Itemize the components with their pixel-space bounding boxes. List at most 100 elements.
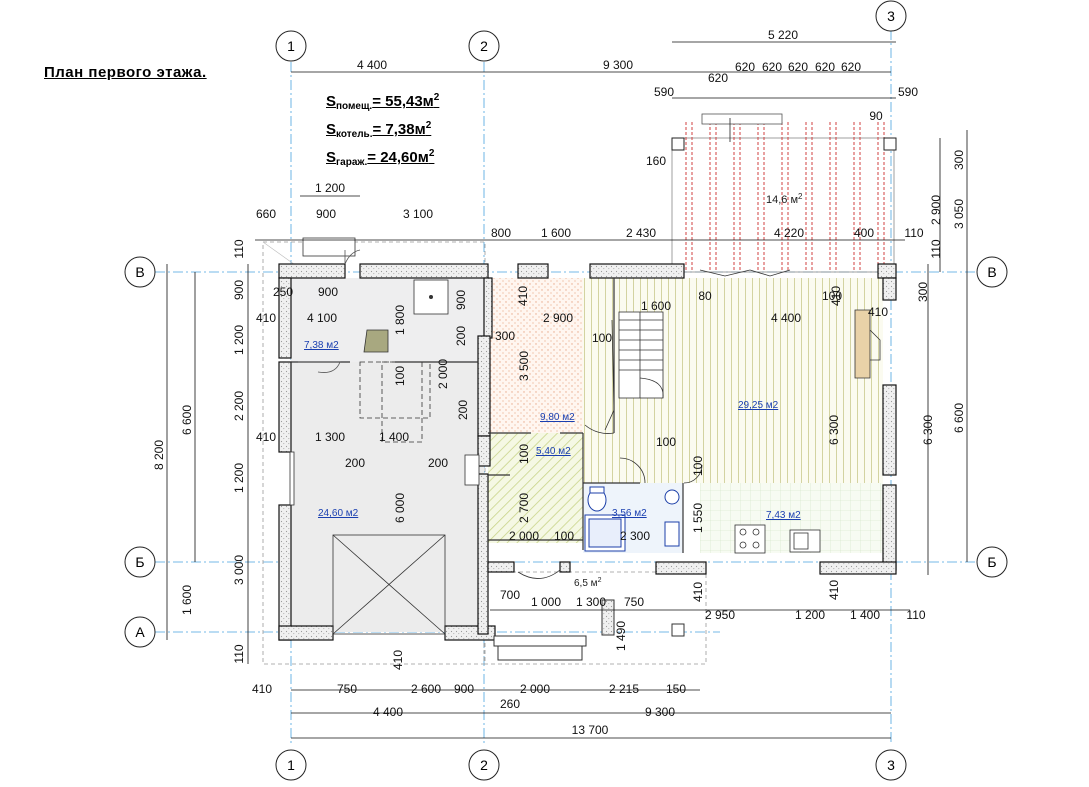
axis-label-B-left: Б	[135, 554, 144, 570]
dim-int-1550: 1 550	[691, 503, 705, 533]
dim-int-100-c: 100	[656, 435, 676, 449]
room-label-hall: 9,80 м2	[540, 412, 575, 423]
room-label-garage: 24,60 м2	[318, 508, 359, 519]
room-label-boiler: 7,38 м2	[304, 340, 339, 351]
garage-car	[332, 361, 446, 635]
dim-right-300-bottom: 300	[916, 282, 930, 302]
dim-left-3000: 3 000	[232, 555, 246, 585]
dim-int-100-b: 100	[822, 289, 842, 303]
dim-int-250: 250	[273, 285, 293, 299]
dim-int-3500: 3 500	[517, 351, 531, 381]
axis-label-B-right: Б	[987, 554, 996, 570]
dimension-lines	[166, 41, 968, 739]
dim-int-100-a: 100	[592, 331, 612, 345]
axis-marker-3-bottom	[875, 749, 907, 781]
dim-post-160: 160	[646, 154, 666, 168]
stairs	[604, 311, 664, 431]
porch	[493, 599, 685, 661]
dim-bottom-2000: 2 000	[520, 682, 550, 696]
dim-terrace-5: 620	[841, 60, 861, 74]
dim-int-300: 300	[495, 329, 515, 343]
page-title: План первого этажа.	[44, 64, 207, 81]
dim-int-1300: 1 300	[315, 430, 345, 444]
dim-left-6600: 6 600	[180, 405, 194, 435]
room-label-vestibule: 5,40 м2	[536, 446, 571, 457]
dim-bottom-total: 13 700	[572, 723, 609, 737]
dim-int-1800: 1 800	[393, 305, 407, 335]
terrace	[671, 113, 897, 273]
dim-left-110-bottom: 110	[232, 644, 246, 663]
dim-chain-900: 900	[316, 207, 336, 221]
axis-marker-A-left	[124, 616, 156, 648]
dim-right-2900: 2 900	[929, 195, 943, 225]
dim-left-1200-b: 1 200	[232, 463, 246, 493]
dim-porch-750: 750	[624, 595, 644, 609]
dim-int-900: 900	[318, 285, 338, 299]
vestibule-floor	[488, 433, 583, 543]
dim-int-4400: 4 400	[771, 311, 801, 325]
room-label-kitchen: 7,43 м2	[766, 510, 801, 521]
dim-int-100: 100	[393, 366, 407, 386]
dim-int-410-e: 410	[868, 305, 888, 319]
dim-terrace-total: 5 220	[768, 28, 798, 42]
dim-int-410-g: 410	[691, 582, 705, 602]
dim-bottom-2215: 2 215	[609, 682, 639, 696]
axis-marker-1-bottom	[275, 749, 307, 781]
room-label-terrace: 14,6 м2	[766, 192, 803, 206]
dim-bottom-150: 150	[666, 682, 686, 696]
dim-chain-3100: 3 100	[403, 207, 433, 221]
dim-left-900: 900	[232, 280, 246, 300]
dim-porch-1200: 1 200	[795, 608, 825, 622]
interior-dimension-texts: 250 900 410 4 100 1 800 900 200 410 1 30…	[256, 285, 888, 670]
dim-left-1600: 1 600	[180, 585, 194, 615]
dim-int-200-d: 200	[456, 400, 470, 420]
axis-label-2-bottom: 2	[480, 757, 488, 773]
dim-int-410-a: 410	[256, 311, 276, 325]
dim-terrace-3: 620	[788, 60, 808, 74]
dim-int-1400: 1 400	[379, 430, 409, 444]
garage-floor	[291, 362, 484, 632]
doors	[289, 269, 791, 579]
dim-right-300-top: 300	[952, 150, 966, 170]
dim-post-90: 90	[869, 109, 883, 123]
walls	[278, 263, 897, 641]
dim-int-100-f: 100	[554, 529, 574, 543]
dim-top-4400: 4 400	[357, 58, 387, 72]
dim-terrace-6: 620	[708, 71, 728, 85]
axis-label-V-right: В	[987, 264, 996, 280]
dim-above-garage: 1 200	[315, 181, 345, 195]
dim-int-200-a: 200	[454, 326, 468, 346]
dim-int-2000: 2 000	[436, 359, 450, 389]
axis-marker-3-top	[875, 0, 907, 32]
axis-marker-B-right	[976, 546, 1008, 578]
dim-porch-1400: 1 400	[850, 608, 880, 622]
dim-terrace-4: 620	[815, 60, 835, 74]
area-boiler: Sкотель.= 7,38м2	[326, 120, 432, 140]
dim-int-2000-b: 2 000	[509, 529, 539, 543]
dim-int-410-d: 410	[829, 286, 843, 306]
dim-porch-1000: 1 000	[531, 595, 561, 609]
room-labels: 7,38 м2 24,60 м2 9,80 м2 5,40 м2 3,56 м2…	[304, 340, 801, 521]
dim-int-200-b: 200	[345, 456, 365, 470]
dim-bottom-2600: 2 600	[411, 682, 441, 696]
area-garage: Sгараж.= 24,60м2	[326, 148, 435, 168]
axis-marker-V-right	[976, 256, 1008, 288]
room-label-living: 29,25 м2	[738, 400, 779, 411]
bath-fixtures	[584, 486, 680, 552]
vertical-dimension-texts: 8 200 6 600 1 600 110 900 1 200 2 200 1 …	[152, 150, 966, 664]
axis-markers: 1 2 3 1 2 3 В Б А В Б	[124, 0, 1008, 781]
dim-int-2300: 2 300	[620, 529, 650, 543]
axis-label-1-bottom: 1	[287, 757, 295, 773]
dim-bottom-260: 260	[500, 697, 520, 711]
dim-bottom-4400: 4 400	[373, 705, 403, 719]
dim-left-2200: 2 200	[232, 391, 246, 421]
dim-left-110-top: 110	[232, 239, 246, 258]
boiler-fixtures	[298, 237, 449, 373]
dim-top-9300: 9 300	[603, 58, 633, 72]
dim-chain-110: 110	[904, 226, 923, 240]
dim-chain-2430: 2 430	[626, 226, 656, 240]
dim-left-1200-a: 1 200	[232, 325, 246, 355]
dim-right-6600: 6 600	[952, 403, 966, 433]
dim-chain-660: 660	[256, 207, 276, 221]
